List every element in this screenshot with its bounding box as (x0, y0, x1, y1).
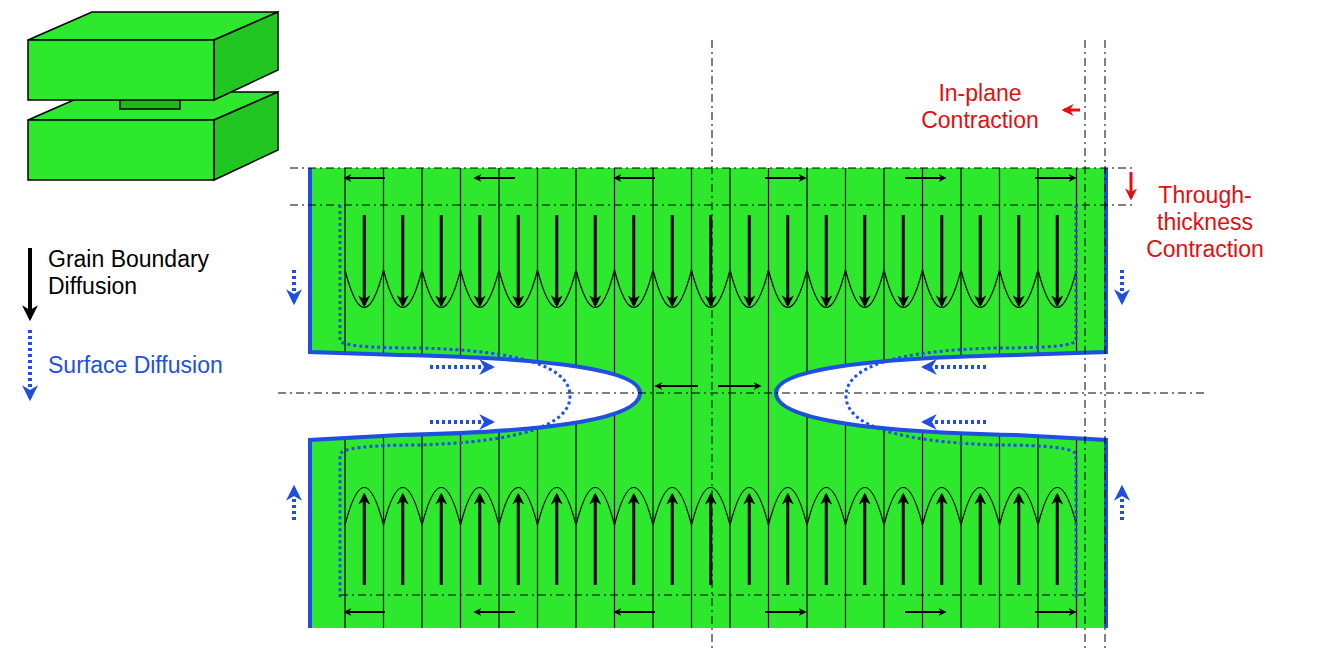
legend-sample (28, 330, 32, 398)
up-arrow (440, 495, 443, 585)
legend-text: Grain Boundary Diffusion (48, 246, 288, 300)
up-arrow (478, 495, 481, 585)
surface-diffusion-arrows (294, 270, 1122, 520)
legend-sample (28, 248, 32, 318)
neck-arrow (656, 385, 698, 387)
grain-line (768, 168, 769, 628)
in-plane-arrow (615, 177, 655, 179)
down-arrow (594, 215, 597, 305)
up-arrow (863, 495, 866, 585)
free-surface (310, 168, 1106, 628)
up-arrow (632, 495, 635, 585)
up-arrow (555, 495, 558, 585)
in-plane-arrow (905, 611, 945, 613)
reference-lines (278, 40, 1205, 650)
legend-text: Surface Diffusion (48, 352, 248, 379)
down-arrow (517, 215, 520, 305)
up-arrow (363, 495, 366, 585)
up-arrow (1017, 495, 1020, 585)
in-plane-arrow (615, 611, 655, 613)
up-arrow (825, 495, 828, 585)
up-arrow (671, 495, 674, 585)
up-arrow (786, 495, 789, 585)
up-arrow (594, 495, 597, 585)
grain-line (691, 168, 692, 628)
in-plane-arrow (475, 611, 515, 613)
down-arrow (478, 215, 481, 305)
in-plane-arrow (345, 611, 385, 613)
down-arrow (979, 215, 982, 305)
contraction-label: In-plane Contraction (905, 80, 1055, 134)
up-arrow (1056, 495, 1059, 585)
grain-line (652, 168, 653, 628)
down-arrow (632, 215, 635, 305)
in-plane-arrow (765, 177, 805, 179)
crack (300, 352, 640, 440)
down-arrow (440, 215, 443, 305)
down-arrow (671, 215, 674, 305)
up-arrow (517, 495, 520, 585)
down-arrow (940, 215, 943, 305)
up-arrow (979, 495, 982, 585)
surface-after-diffusion (340, 205, 1076, 600)
down-arrow (1017, 215, 1020, 305)
down-arrow (786, 215, 789, 305)
up-arrow (940, 495, 943, 585)
up-arrow (748, 495, 751, 585)
in-plane-arrow (475, 177, 515, 179)
in-plane-arrow (765, 611, 805, 613)
down-arrow (1056, 215, 1059, 305)
neck-arrow (718, 385, 760, 387)
down-arrow (555, 215, 558, 305)
contraction-arrows (1064, 110, 1131, 198)
crack (776, 352, 1116, 440)
in-plane-arrow (1035, 611, 1075, 613)
specimen-icon (28, 12, 278, 180)
in-plane-arrow (905, 177, 945, 179)
down-arrow (863, 215, 866, 305)
down-arrow (748, 215, 751, 305)
grain-boundary-arrows (345, 178, 1075, 612)
down-arrow (401, 215, 404, 305)
down-arrow (902, 215, 905, 305)
in-plane-arrow (345, 177, 385, 179)
down-arrow (363, 215, 366, 305)
up-arrow (401, 495, 404, 585)
up-arrow (902, 495, 905, 585)
in-plane-arrow (1035, 177, 1075, 179)
down-arrow (825, 215, 828, 305)
contraction-label: Through-thickness Contraction (1140, 182, 1270, 263)
grain-line (729, 168, 730, 628)
